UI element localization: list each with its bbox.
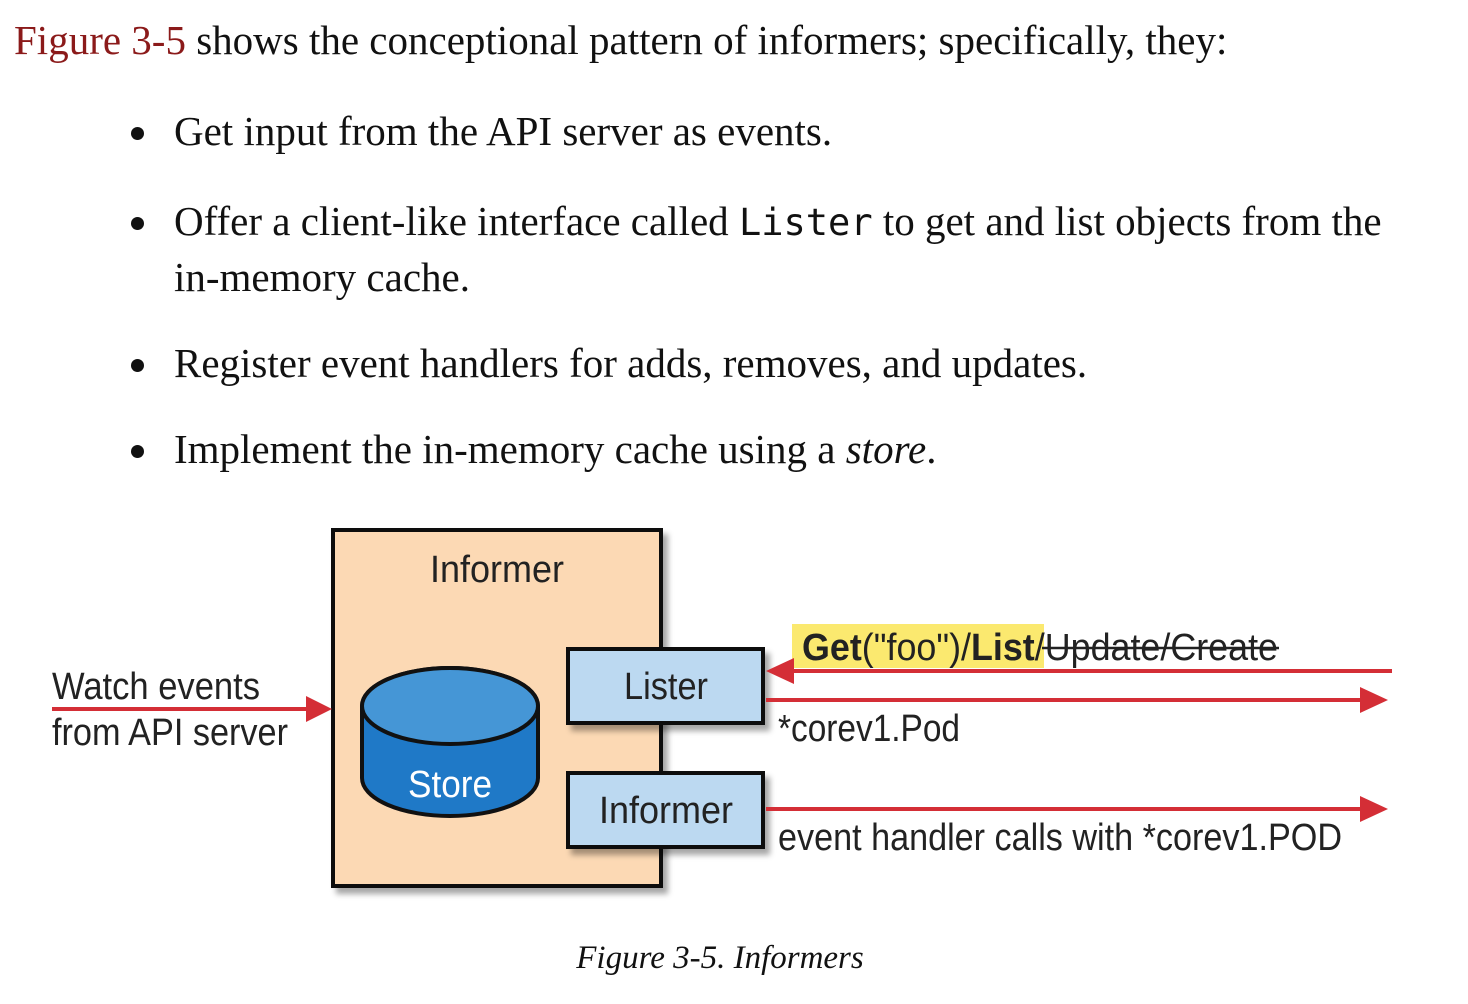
informer-handler-box-label: Informer: [599, 790, 733, 832]
watch-events-label-line1: Watch events: [52, 666, 260, 708]
list-item-lister: Offer a client-like interface called Lis…: [131, 194, 1404, 305]
informer-container: [331, 528, 663, 888]
lister-call-label: Get("foo")/List/Update/Create: [802, 627, 1278, 669]
lister-code: Lister: [738, 201, 873, 244]
get-call: Get: [802, 627, 862, 669]
event-handler-arrow: [766, 796, 1388, 822]
lister-text-pre: Offer a client-like interface called: [174, 198, 739, 244]
list-item-event-handlers: Register event handlers for adds, remove…: [131, 336, 1404, 391]
store-label: Store: [408, 764, 492, 806]
update-create-struck: Update/Create: [1045, 627, 1278, 669]
lister-request-arrow: [766, 658, 1392, 684]
lister-text-post: to get and list objects from the in-memo…: [174, 198, 1382, 300]
get-list-highlight: [792, 624, 1044, 668]
store-text-pre: Implement the in-memory cache using a: [174, 426, 846, 472]
watch-events-label-line2: from API server: [52, 712, 288, 754]
lister-response-arrow: [766, 687, 1388, 713]
informer-title: Informer: [430, 549, 564, 591]
list-item-store: Implement the in-memory cache using a st…: [131, 422, 1404, 477]
informer-handler-box: [566, 771, 765, 849]
intro-paragraph: Figure 3-5 shows the conceptional patter…: [14, 14, 1227, 66]
lister-box-label: Lister: [624, 666, 708, 708]
store-emphasis: store: [845, 426, 927, 472]
call-separator: /: [1035, 627, 1045, 669]
get-args: ("foo")/: [862, 627, 972, 669]
list-item-input-events: Get input from the API server as events.: [131, 104, 1404, 159]
figure-reference-link[interactable]: Figure 3-5: [14, 17, 186, 63]
return-type-label: *corev1.Pod: [778, 708, 960, 750]
watch-events-arrow: [52, 696, 332, 722]
store-text-post: .: [926, 426, 937, 472]
store-database-icon: [360, 666, 540, 818]
figure-caption: Figure 3-5. Informers: [576, 940, 864, 976]
lister-box: [566, 647, 765, 725]
list-call: List: [971, 627, 1035, 669]
event-handler-label: event handler calls with *corev1.POD: [778, 817, 1342, 859]
intro-text: shows the conceptional pattern of inform…: [185, 17, 1228, 63]
